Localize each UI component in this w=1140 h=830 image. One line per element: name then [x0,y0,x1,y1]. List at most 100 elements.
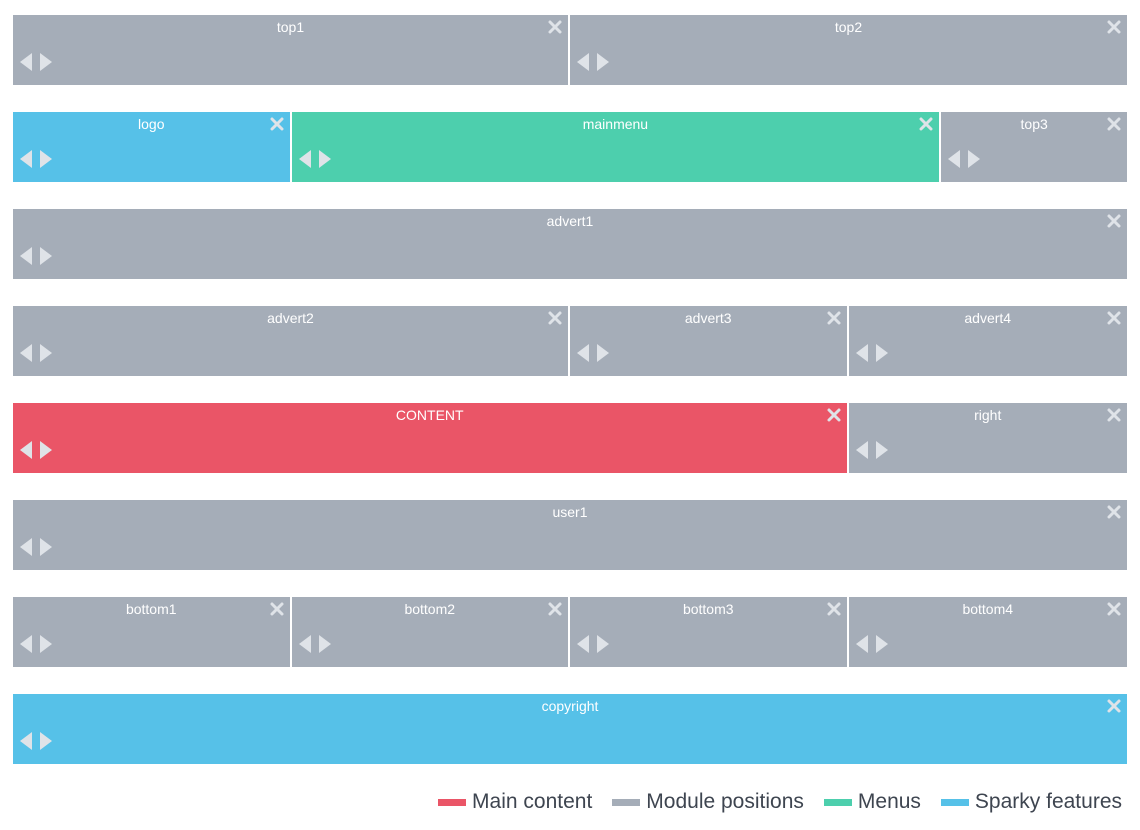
close-icon[interactable] [547,19,563,35]
position-label: bottom4 [962,601,1014,617]
position-block-advert3[interactable]: advert3 [570,306,849,376]
legend-swatch [438,798,467,806]
position-block-advert2[interactable]: advert2 [13,306,570,376]
close-icon[interactable] [1106,698,1122,714]
resize-arrows [20,732,52,750]
arrow-right-icon[interactable] [597,53,609,71]
arrow-left-icon[interactable] [577,53,589,71]
resize-arrows [577,53,609,71]
arrow-right-icon[interactable] [875,635,888,653]
arrow-left-icon[interactable] [20,247,32,265]
position-label: right [974,407,1002,423]
arrow-right-icon[interactable] [40,247,52,265]
arrow-left-icon[interactable] [20,538,32,556]
arrow-right-icon[interactable] [875,441,888,459]
arrow-left-icon[interactable] [855,635,868,653]
resize-arrows [298,150,331,168]
resize-arrows [577,344,609,362]
position-label: bottom1 [125,601,177,617]
close-icon[interactable] [1106,504,1122,520]
resize-arrows [298,635,331,653]
close-icon[interactable] [1106,116,1122,132]
arrow-right-icon[interactable] [40,441,52,459]
arrow-left-icon[interactable] [20,732,32,750]
position-block-mainmenu[interactable]: mainmenu [291,112,942,182]
arrow-left-icon[interactable] [20,344,32,362]
arrow-right-icon[interactable] [40,732,52,750]
arrow-right-icon[interactable] [875,344,888,362]
arrow-right-icon[interactable] [318,635,331,653]
position-block-advert4[interactable]: advert4 [848,306,1127,376]
arrow-left-icon[interactable] [577,635,589,653]
arrow-right-icon[interactable] [597,635,609,653]
arrow-right-icon[interactable] [597,344,609,362]
resize-arrows [855,635,888,653]
arrow-right-icon[interactable] [40,635,52,653]
position-label: user1 [552,504,588,520]
legend-label: Sparky features [974,790,1122,813]
position-block-right[interactable]: right [848,403,1127,473]
position-block-top3[interactable]: top3 [941,112,1127,182]
arrow-right-icon[interactable] [40,53,52,71]
legend-item-menus: Menus [823,790,921,814]
arrow-right-icon[interactable] [40,538,52,556]
legend-label: Main content [472,790,593,813]
close-icon[interactable] [826,407,842,423]
arrow-left-icon[interactable] [20,635,32,653]
arrow-left-icon[interactable] [855,344,868,362]
resize-arrows [948,150,981,168]
position-label: bottom3 [682,601,734,617]
close-icon[interactable] [1106,310,1122,326]
position-block-bottom4[interactable]: bottom4 [848,597,1127,667]
arrow-right-icon[interactable] [40,344,52,362]
arrow-right-icon[interactable] [40,150,52,168]
close-icon[interactable] [1106,601,1122,617]
position-block-top1[interactable]: top1 [13,15,570,85]
close-icon[interactable] [547,601,563,617]
position-block-bottom1[interactable]: bottom1 [13,597,292,667]
position-label: top3 [1020,116,1048,132]
arrow-left-icon[interactable] [948,150,961,168]
position-block-copyright[interactable]: copyright [13,694,1127,764]
arrow-left-icon[interactable] [20,53,32,71]
resize-arrows [20,53,52,71]
arrow-right-icon[interactable] [968,150,981,168]
close-icon[interactable] [1106,19,1122,35]
resize-arrows [20,441,52,459]
arrow-left-icon[interactable] [20,441,32,459]
legend-swatch [940,798,969,806]
close-icon[interactable] [547,310,563,326]
close-icon[interactable] [826,601,842,617]
position-label: top2 [834,19,863,35]
arrow-left-icon[interactable] [298,150,311,168]
arrow-left-icon[interactable] [298,635,311,653]
close-icon[interactable] [918,116,934,132]
position-block-advert1[interactable]: advert1 [13,209,1127,279]
position-block-user1[interactable]: user1 [13,500,1127,570]
layout-row: user1 [13,500,1127,570]
layout-row: CONTENT right [13,403,1127,473]
position-label: advert2 [267,310,314,326]
arrow-left-icon[interactable] [855,441,868,459]
layout-row: advert1 [13,209,1127,279]
position-label: advert1 [546,213,594,229]
arrow-left-icon[interactable] [20,150,32,168]
position-block-bottom3[interactable]: bottom3 [570,597,849,667]
close-icon[interactable] [1106,407,1122,423]
position-label: copyright [541,698,599,714]
close-icon[interactable] [269,601,285,617]
resize-arrows [577,635,609,653]
position-block-bottom2[interactable]: bottom2 [291,597,570,667]
position-block-content[interactable]: CONTENT [13,403,849,473]
close-icon[interactable] [826,310,842,326]
arrow-left-icon[interactable] [577,344,589,362]
close-icon[interactable] [269,116,285,132]
position-block-logo[interactable]: logo [13,112,292,182]
arrow-right-icon[interactable] [318,150,331,168]
close-icon[interactable] [1106,213,1122,229]
position-block-top2[interactable]: top2 [570,15,1127,85]
